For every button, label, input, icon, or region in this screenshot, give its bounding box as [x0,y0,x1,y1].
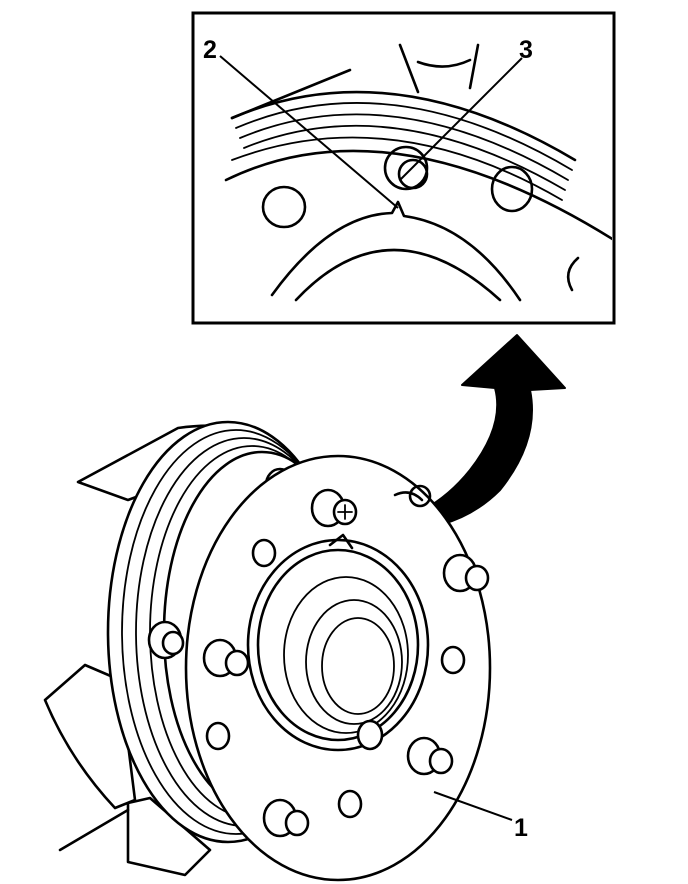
stud-1 [310,488,358,528]
hub-face [184,454,492,882]
detail-inset [191,11,616,325]
callout-1-leader [433,791,513,821]
callout-2-label: 2 [203,36,217,64]
stud-4 [406,736,454,776]
callout-3-label: 3 [519,36,533,64]
wheel-hub-assembly [43,420,492,882]
stud-3 [202,638,250,678]
callout-3-leader [399,57,523,181]
callout-2-leader [219,55,399,209]
detail-inset-frame [191,11,616,325]
callout-2: 2 [203,36,399,209]
stud-5 [262,798,310,838]
rear-stud-left [147,620,185,660]
rear-stud-inner [356,719,384,751]
stud-2 [442,553,490,593]
callout-3: 3 [399,36,533,181]
callout-1: 1 [433,791,528,842]
zoom-arrow [367,334,566,531]
callout-1-label: 1 [514,814,528,842]
